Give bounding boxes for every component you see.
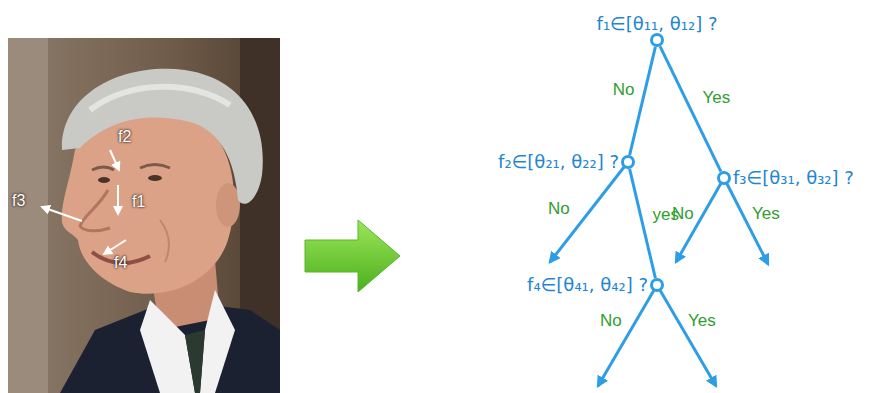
branch-label: No [613, 81, 635, 100]
tree-branch [630, 47, 656, 155]
decision-node: f₃∈[θ₃₁, θ₃₂] ? [717, 171, 731, 185]
tree-branch [630, 169, 656, 278]
decision-node: f₁∈[θ₁₁, θ₁₂] ? [650, 33, 664, 47]
split-question: f₄∈[θ₄₁, θ₄₂] ? [527, 275, 648, 295]
face-photo [8, 38, 280, 393]
split-question: f₂∈[θ₂₁, θ₂₂] ? [498, 152, 619, 172]
branch-label: Yes [688, 312, 716, 331]
transform-arrow [305, 220, 400, 292]
branch-label: Yes [703, 89, 731, 108]
branch-label: yes [653, 206, 679, 225]
decision-node: f₄∈[θ₄₁, θ₄₂] ? [650, 278, 664, 292]
split-question: f₁∈[θ₁₁, θ₁₂] ? [597, 14, 718, 34]
feature-label: f2 [118, 128, 131, 146]
tree-branch [660, 46, 721, 171]
split-question: f₃∈[θ₃₁, θ₃₂] ? [733, 168, 854, 188]
branch-label: No [548, 200, 570, 219]
leaf-branches [550, 162, 768, 386]
decision-node: f₂∈[θ₂₁, θ₂₂] ? [621, 155, 635, 169]
branch-label: Yes [752, 205, 780, 224]
feature-label: f4 [114, 254, 127, 272]
feature-label: f1 [132, 193, 145, 211]
feature-label: f3 [12, 192, 25, 210]
branch-label: No [600, 312, 622, 331]
